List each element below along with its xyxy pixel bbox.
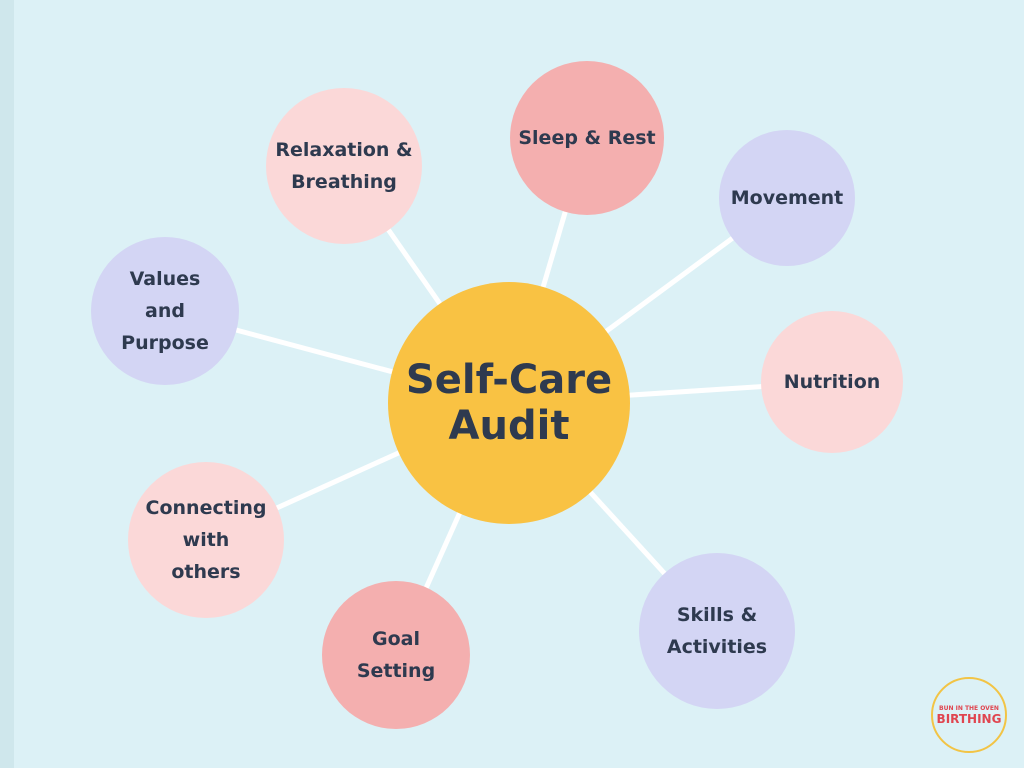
node-label: Goal Setting — [356, 628, 436, 682]
node-goal: Goal Setting — [322, 581, 470, 729]
center-node: Self-Care Audit — [388, 282, 630, 524]
node-label: Relaxation & Breathing — [275, 139, 413, 193]
logo-line1: BUN IN THE OVEN — [939, 704, 999, 712]
node-label: Nutrition — [783, 371, 881, 393]
node-label: Sleep & Rest — [518, 127, 656, 149]
node-movement: Movement — [719, 130, 855, 266]
center-title: Self-Care Audit — [405, 357, 613, 449]
logo-line2: BIRTHING — [936, 711, 1002, 726]
node-label: Connecting with others — [145, 497, 267, 583]
node-skills: Skills & Activities — [639, 553, 795, 709]
node-values: Values and Purpose — [91, 237, 239, 385]
brand-logo: BUN IN THE OVEN BIRTHING — [931, 677, 1007, 753]
node-nutrition: Nutrition — [761, 311, 903, 453]
left-strip — [0, 0, 14, 768]
node-relaxation: Relaxation & Breathing — [266, 88, 422, 244]
node-sleep: Sleep & Rest — [510, 61, 664, 215]
node-connecting: Connecting with others — [128, 462, 284, 618]
node-label: Movement — [730, 187, 844, 209]
node-label: Skills & Activities — [666, 604, 768, 658]
node-label: Values and Purpose — [121, 268, 209, 354]
